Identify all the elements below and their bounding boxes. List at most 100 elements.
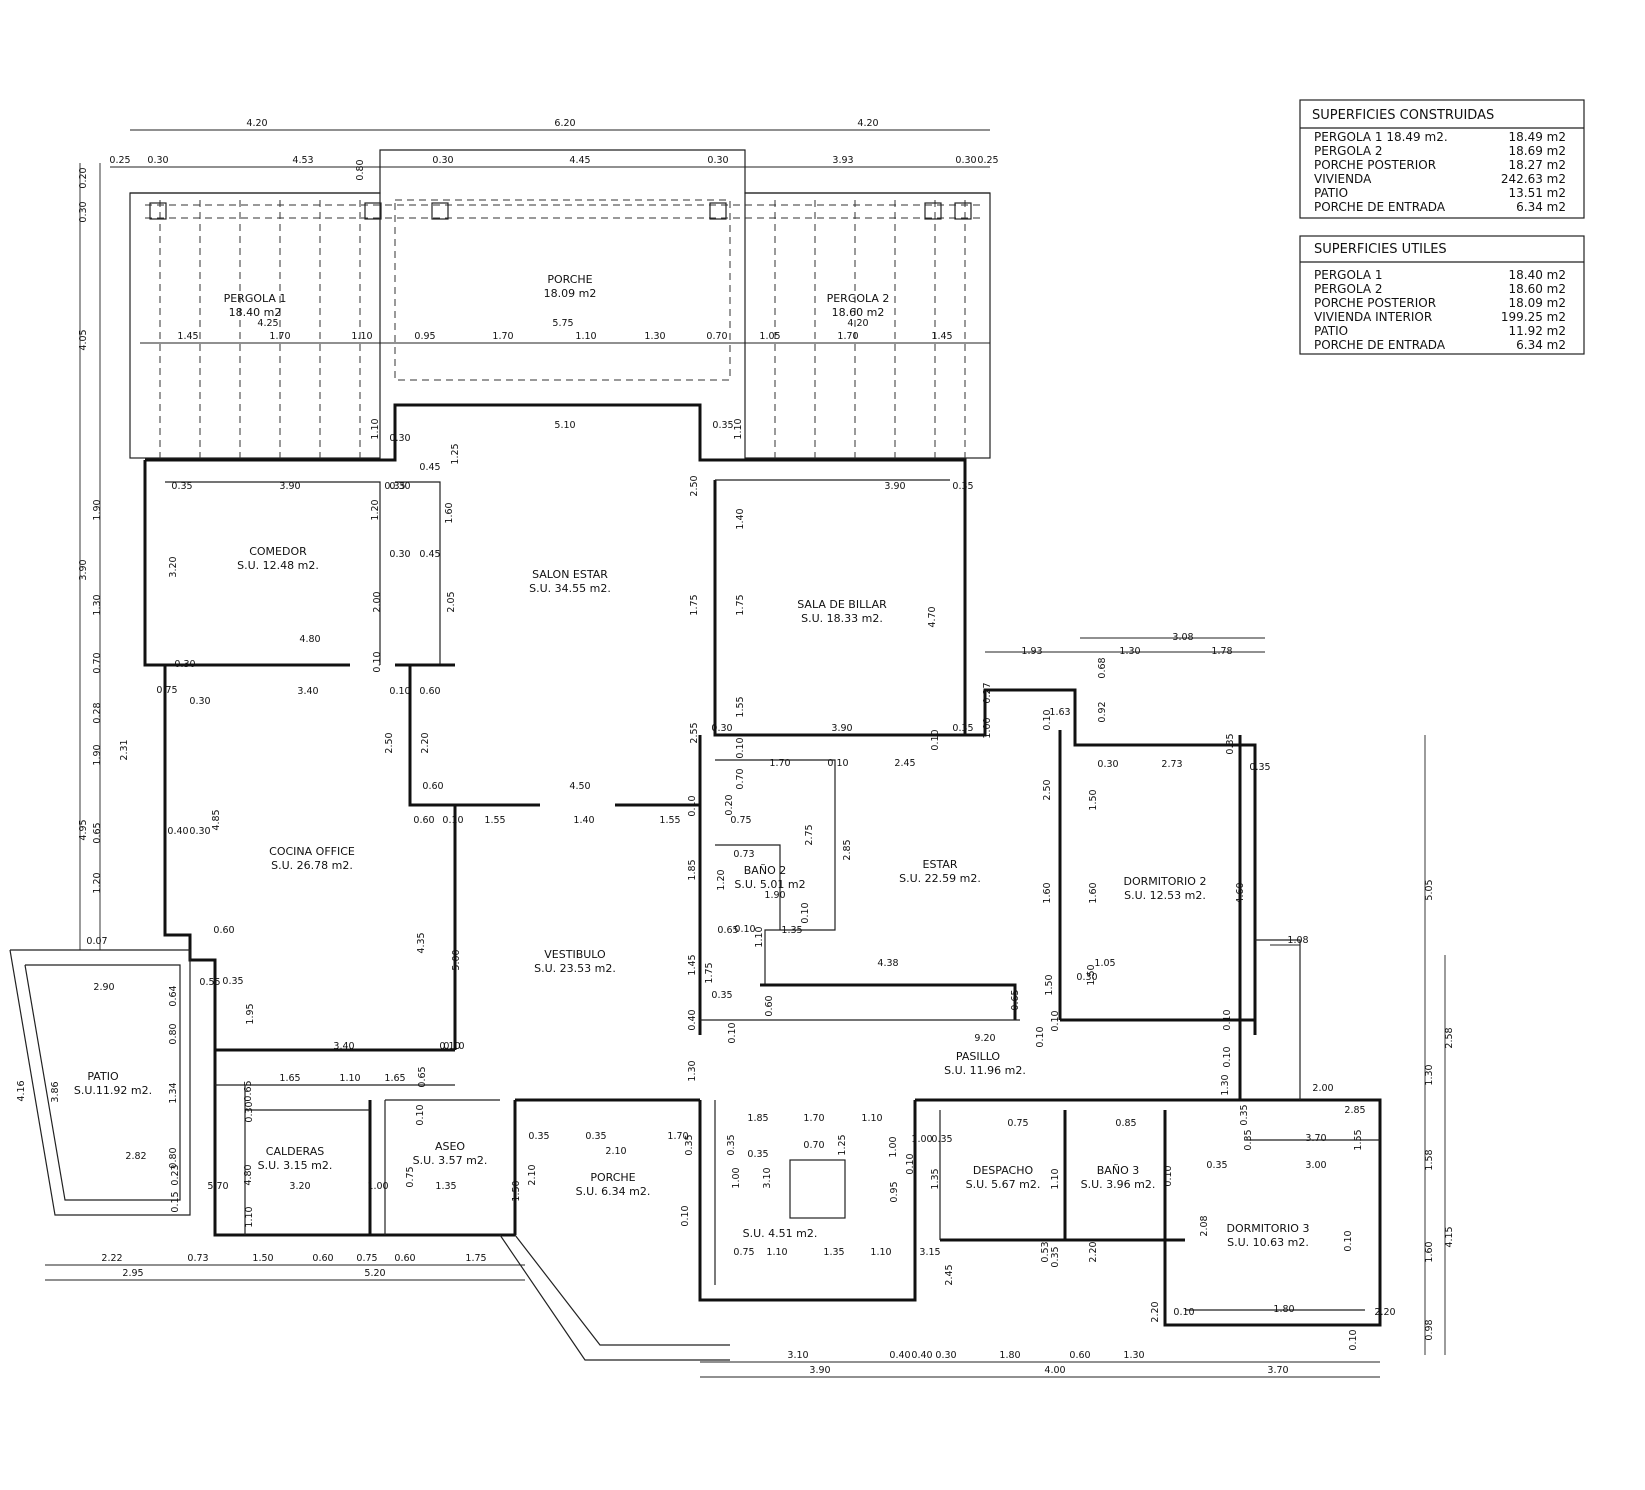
dim-text: 1.10 (733, 418, 744, 439)
dim-text: 0.30 (1076, 972, 1097, 983)
room-name: PATIO (87, 1070, 119, 1083)
dim-text: 1.00 (982, 717, 993, 738)
dim-text: 2.10 (605, 1146, 626, 1157)
dim-text: 0.75 (733, 1247, 754, 1258)
dim-text: 0.10 (372, 651, 383, 672)
dim-text: 5.00 (451, 949, 462, 970)
room-area: S.U. 5.67 m2. (966, 1178, 1041, 1191)
dim-text: 1.20 (716, 869, 727, 890)
dim-text: 0.80 (355, 159, 366, 180)
dim-text: 1.50 (252, 1253, 273, 1264)
dim-text: 1.75 (465, 1253, 486, 1264)
dim-text: 0.23 (170, 1164, 181, 1185)
table-rows: PERGOLA 1 18.49 m2. 18.49 m2 PERGOLA 2 1… (1314, 130, 1566, 214)
room-area: S.U. 12.53 m2. (1124, 889, 1206, 902)
dim-text: 0.35 (952, 481, 973, 492)
dim-text: 2.45 (944, 1264, 955, 1285)
room-patio: PATIO S.U.11.92 m2. (74, 1070, 152, 1097)
dim-text: 2.08 (1199, 1215, 1210, 1236)
dim-text: 0.10 (1163, 1165, 1174, 1186)
dim-text: 0.35 (1239, 1104, 1250, 1125)
dim-text: 0.30 (432, 155, 453, 166)
dim-text: 1.70 (769, 758, 790, 769)
dim-text: 0.98 (1424, 1319, 1435, 1340)
dim-text: 2.05 (446, 591, 457, 612)
dim-text: 1.25 (837, 1134, 848, 1155)
table-row-name: VIVIENDA (1314, 172, 1372, 186)
room-name: SALON ESTAR (532, 568, 608, 581)
dim-text: 0.35 (726, 1134, 737, 1155)
dim-text: 0.70 (803, 1140, 824, 1151)
table-title: SUPERFICIES CONSTRUIDAS (1312, 108, 1494, 123)
room-aseo: ASEO S.U. 3.57 m2. (413, 1140, 488, 1167)
dim-text: 0.30 (389, 433, 410, 444)
table-row-name: PERGOLA 1 18.49 m2. (1314, 130, 1448, 144)
dim-text: 3.40 (297, 686, 318, 697)
dim-text: 0.25 (977, 155, 998, 166)
dim-text: 0.10 (727, 1022, 738, 1043)
room-name: PORCHE (547, 273, 592, 286)
dim-text: 4.20 (246, 118, 267, 129)
dim-text: 0.95 (889, 1181, 900, 1202)
table-row-name: PATIO (1314, 186, 1348, 200)
room-name: CALDERAS (266, 1145, 324, 1158)
table-row-value: 13.51 m2 (1509, 186, 1567, 200)
room-pergola-2: PERGOLA 2 18.60 m2 (827, 292, 890, 319)
dim-text: 0.70 (92, 652, 103, 673)
dim-text: 0.92 (1097, 701, 1108, 722)
table-row-value: 6.34 m2 (1516, 338, 1566, 352)
dim-text: 0.10 (687, 795, 698, 816)
dim-text: 1.55 (659, 815, 680, 826)
dim-text: 0.75 (730, 815, 751, 826)
dim-text: 4.53 (292, 155, 313, 166)
dim-text: 1.70 (803, 1113, 824, 1124)
dim-text: 0.40 (167, 826, 188, 837)
dim-text: 3.20 (168, 556, 179, 577)
dim-text: 4.38 (877, 958, 898, 969)
dim-text: 1.60 (1042, 882, 1053, 903)
dim-text: 0.35 (1249, 762, 1270, 773)
dim-text: 0.30 (955, 155, 976, 166)
table-row-value: 6.34 m2 (1516, 200, 1566, 214)
dim-text: 0.35 (747, 1149, 768, 1160)
room-name: SALA DE BILLAR (797, 598, 887, 611)
dim-text: 1.30 (1119, 646, 1140, 657)
dim-text: 1.34 (168, 1082, 179, 1103)
dim-text: 4.05 (78, 329, 89, 350)
room-area: S.U.11.92 m2. (74, 1084, 152, 1097)
dim-text: 1.00 (731, 1167, 742, 1188)
room-area: S.U. 10.63 m2. (1227, 1236, 1309, 1249)
dim-text: 2.85 (842, 839, 853, 860)
dim-text: 4.15 (1444, 1226, 1455, 1247)
room-salon-estar: SALON ESTAR S.U. 34.55 m2. (529, 568, 611, 595)
table-row-value: 18.69 m2 (1509, 144, 1567, 158)
room-labels: PERGOLA 1 18.40 m2 PORCHE 18.09 m2 PERGO… (74, 273, 1310, 1249)
table-row-name: PERGOLA 2 (1314, 282, 1383, 296)
dim-text: 0.35 (1225, 733, 1236, 754)
room-vestibulo: VESTIBULO S.U. 23.53 m2. (534, 948, 616, 975)
dim-text: 5.10 (554, 420, 575, 431)
dim-text: 2.90 (93, 982, 114, 993)
table-row-name: PERGOLA 1 (1314, 268, 1383, 282)
dim-text: 1.90 (92, 744, 103, 765)
dim-text: 0.30 (935, 1350, 956, 1361)
room-pergola-1: PERGOLA 1 18.40 m2 (224, 292, 287, 319)
dim-text: 0.35 (684, 1134, 695, 1155)
room-area: S.U. 4.51 m2. (743, 1227, 818, 1240)
dim-text: 1.20 (370, 499, 381, 520)
dim-text: 1.50 (1088, 789, 1099, 810)
dim-text: 1.05 (1094, 958, 1115, 969)
dim-text: 0.10 (1035, 1026, 1046, 1047)
table-row-value: 18.09 m2 (1509, 296, 1567, 310)
dim-text: 0.35 (952, 723, 973, 734)
dim-text: 0.64 (168, 985, 179, 1006)
dim-text: 0.75 (1007, 1118, 1028, 1129)
table-row-name: PERGOLA 2 (1314, 144, 1383, 158)
dim-text: 0.07 (86, 936, 107, 947)
dim-text: 0.30 (389, 481, 410, 492)
dim-text: 0.30 (711, 723, 732, 734)
dim-text: 2.31 (119, 739, 130, 760)
dim-text: 4.85 (211, 809, 222, 830)
dim-text: 4.60 (1235, 882, 1246, 903)
dim-text: 0.40 (687, 1009, 698, 1030)
